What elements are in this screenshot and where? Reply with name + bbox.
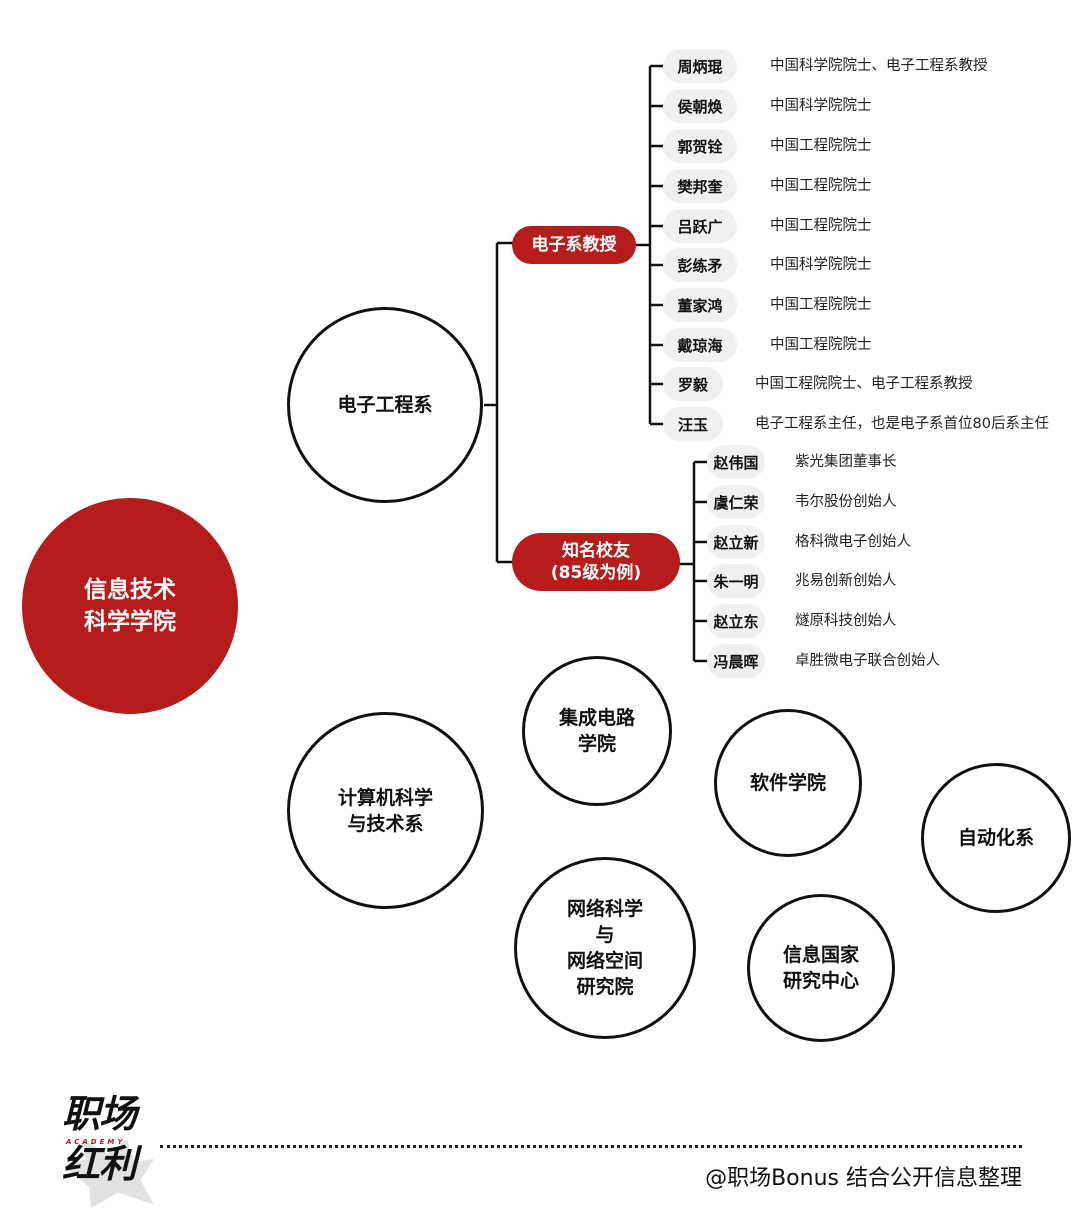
alumni-role: 卓胜微电子联合创始人 <box>795 653 940 669</box>
footer-divider <box>160 1145 1022 1148</box>
professor-name: 彭练矛 <box>663 248 737 282</box>
professor-title: 中国工程院院士 <box>770 138 872 154</box>
professor-title: 中国工程院院士 <box>770 297 872 313</box>
alumni-name: 赵伟国 <box>707 445 765 479</box>
alumni-name: 冯晨晖 <box>707 644 765 678</box>
alumni-name: 赵立新 <box>707 525 765 559</box>
professor-name: 罗毅 <box>663 367 723 401</box>
alumni-role: 紫光集团董事长 <box>795 454 897 470</box>
professor-name: 吕跃广 <box>663 209 737 243</box>
logo-subtext: ACADEMY <box>66 1138 126 1146</box>
professor-title: 中国科学院院士 <box>770 98 872 114</box>
logo-text-top: 职场 <box>62 1092 137 1136</box>
professor-title: 中国工程院院士 <box>770 337 872 353</box>
professor-title: 电子工程系主任，也是电子系首位80后系主任 <box>755 416 1049 432</box>
professor-title: 中国科学院院士 <box>770 257 872 273</box>
branch-notable-alumni: 知名校友 (85级为例) <box>512 533 680 591</box>
dept-national-research-center: 信息国家 研究中心 <box>747 894 895 1042</box>
alumni-name: 虞仁荣 <box>707 485 765 519</box>
professor-title: 中国工程院院士 <box>770 218 872 234</box>
brand-logo: 职场 ACADEMY 红利 <box>58 1094 168 1210</box>
professor-title: 中国工程院院士 <box>770 178 872 194</box>
alumni-name: 赵立东 <box>707 604 765 638</box>
professor-name: 戴琼海 <box>663 328 737 362</box>
dept-network-science: 网络科学 与 网络空间 研究院 <box>514 857 696 1039</box>
source-credit: @职场Bonus 结合公开信息整理 <box>705 1166 1022 1191</box>
dept-computer-science: 计算机科学 与技术系 <box>287 712 484 909</box>
alumni-role: 格科微电子创始人 <box>795 534 911 550</box>
alumni-role: 兆易创新创始人 <box>795 573 897 589</box>
logo-text-bottom: 红利 <box>62 1142 137 1186</box>
professor-title: 中国工程院院士、电子工程系教授 <box>755 376 973 392</box>
professor-name: 郭贺铨 <box>663 129 737 163</box>
dept-integrated-circuits: 集成电路 学院 <box>522 656 672 806</box>
professor-title: 中国科学院院士、电子工程系教授 <box>770 58 988 74</box>
dept-software: 软件学院 <box>714 709 862 857</box>
professor-name: 汪玉 <box>663 407 723 441</box>
professor-name: 周炳琨 <box>663 49 737 83</box>
root-node-info-science: 信息技术 科学学院 <box>22 498 238 714</box>
alumni-name: 朱一明 <box>707 564 765 598</box>
alumni-role: 韦尔股份创始人 <box>795 494 897 510</box>
dept-automation: 自动化系 <box>921 763 1071 913</box>
dept-electronic-engineering: 电子工程系 <box>287 307 483 503</box>
professor-name: 董家鸿 <box>663 288 737 322</box>
professor-name: 侯朝焕 <box>663 89 737 123</box>
professor-name: 樊邦奎 <box>663 169 737 203</box>
alumni-role: 燧原科技创始人 <box>795 613 897 629</box>
branch-ee-professors: 电子系教授 <box>512 226 636 264</box>
